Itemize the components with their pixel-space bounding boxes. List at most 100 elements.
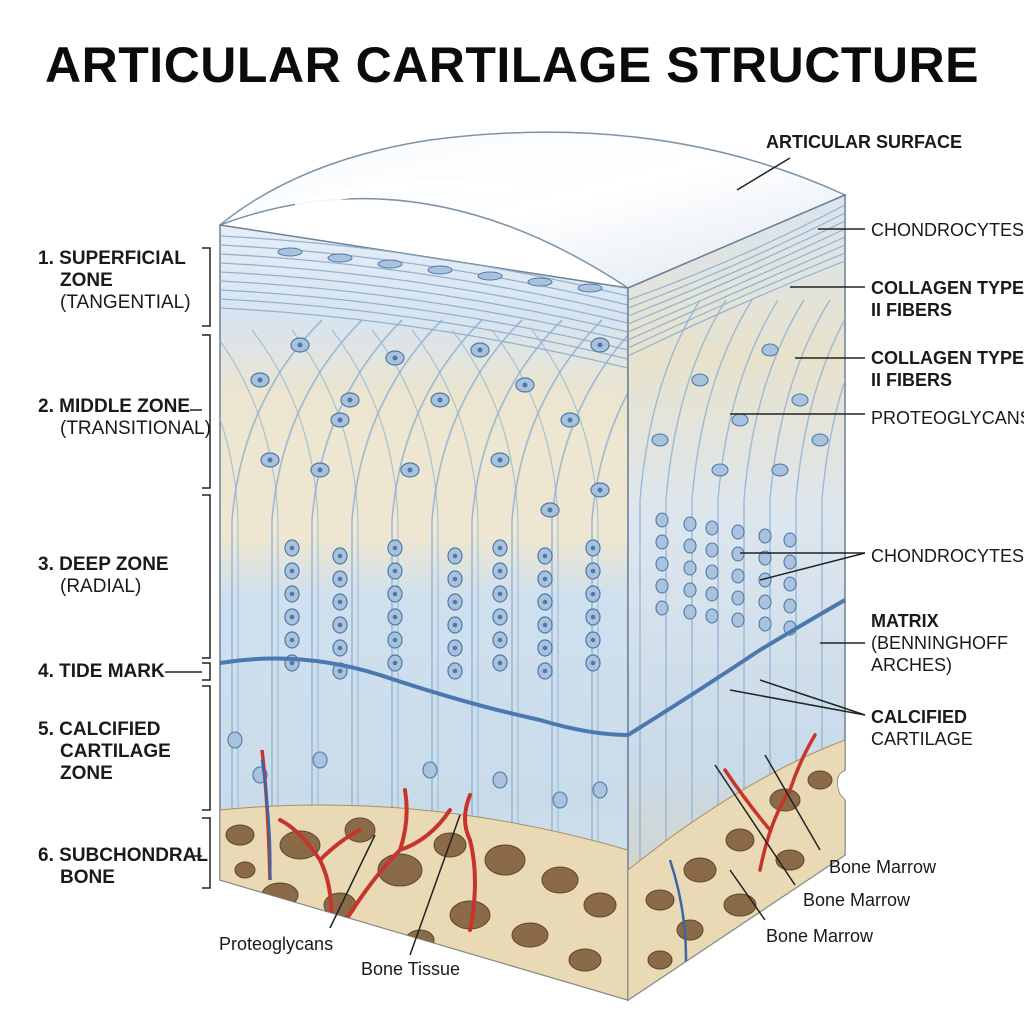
chondrocyte [277, 247, 303, 257]
bone-marrow-cavity [405, 929, 435, 951]
chondrocyte [312, 751, 328, 769]
blood-vessel [723, 733, 817, 872]
bone-marrow-label-3: Bone Marrow [766, 926, 874, 946]
bone-marrow-cavity [645, 889, 675, 911]
chondrocyte [731, 413, 749, 427]
zone-1-label: 1. SUPERFICIAL ZONE (TANGENTIAL) [38, 248, 191, 313]
chondrocyte [552, 791, 568, 809]
collagen-fiber [331, 329, 399, 900]
collagen-fiber [411, 329, 479, 900]
collagen-fiber [251, 329, 319, 900]
collagen-fiber [220, 262, 628, 324]
bone-marrow-cavity [683, 857, 717, 883]
collagen-fiber [639, 299, 701, 1000]
chondrocyte [783, 554, 797, 570]
chondrocyte [783, 576, 797, 592]
chondrocyte [651, 433, 669, 447]
articular-surface-top [219, 131, 847, 289]
chondrocyte [758, 550, 772, 566]
blood-vessel [260, 759, 272, 881]
tide-mark-line [219, 656, 629, 737]
bone-marrow-cavity [511, 922, 549, 948]
collagen-fiber [220, 289, 628, 351]
chondrocyte [783, 598, 797, 614]
chondrocyte [492, 771, 508, 789]
zone-6-label: 6. SUBCHONDRAL BONE [38, 845, 208, 888]
chondrocyte [683, 604, 697, 620]
bone-marrow-cavity [723, 893, 757, 917]
chondrocyte [683, 582, 697, 598]
collagen-fiber [220, 271, 628, 333]
collagen-fiber [531, 329, 599, 900]
collagen-fiber [628, 260, 845, 357]
bone-marrow-cavity [676, 919, 704, 941]
collagen-fiber [628, 220, 845, 317]
collagen-fiber [220, 329, 279, 900]
collagen-fibers-label-1: COLLAGEN TYPE II FIBERS [871, 278, 1024, 320]
chondrocytes-top-label: CHONDROCYTES [871, 220, 1024, 240]
collagen-fiber [691, 299, 753, 1000]
chondrocyte [705, 608, 719, 624]
chondrocyte [731, 568, 745, 584]
chondrocyte [811, 433, 829, 447]
chondrocyte [761, 343, 779, 357]
chondrocyte [731, 546, 745, 562]
chondrocyte [655, 600, 669, 616]
collagen-fiber [511, 319, 603, 900]
bone-marrow-cavity [775, 849, 805, 871]
chondrocyte [731, 612, 745, 628]
chondrocyte [683, 538, 697, 554]
chondrocyte [655, 534, 669, 550]
chondrocyte [422, 761, 438, 779]
collagen-fiber [451, 329, 519, 900]
chondrocyte [592, 781, 608, 799]
chondrocyte [327, 253, 353, 263]
calcified-cartilage-label: CALCIFIED CARTILAGE [871, 707, 973, 749]
bone-tissue-label: Bone Tissue [361, 959, 461, 979]
bone-marrow-cavity [568, 948, 602, 972]
bone-marrow-label-2: Bone Marrow [803, 890, 911, 910]
zone-brackets [165, 247, 211, 889]
chondrocyte [655, 512, 669, 528]
collagen-fiber [628, 204, 845, 301]
chondrocyte [783, 532, 797, 548]
collagen-fiber [220, 253, 628, 315]
bone-marrow-cavity [484, 844, 526, 876]
collagen-fiber [795, 299, 845, 1000]
tide-mark-line-side [626, 598, 846, 737]
chondrocyte [711, 463, 729, 477]
chondrocyte [705, 564, 719, 580]
collagen-fibers-label-2: COLLAGEN TYPE II FIBERS [871, 348, 1024, 390]
bone-marrow-cavity [261, 882, 299, 908]
collagen-fiber [371, 329, 439, 900]
articular-surface-label: ARTICULAR SURFACE [766, 132, 962, 152]
chondrocyte [705, 520, 719, 536]
zone-2-label: 2. MIDDLE ZONE (TRANSITIONAL) [38, 396, 211, 439]
bone-marrow-cavity [225, 824, 255, 846]
chondrocyte [683, 560, 697, 576]
collagen-fiber [220, 329, 239, 900]
subchondral-bone [220, 804, 628, 1000]
collagen-fiber [743, 299, 805, 1000]
bone-marrow-cavity [647, 950, 673, 970]
collagen-fiber [769, 299, 831, 1000]
collagen-fiber [628, 236, 845, 333]
page-title: ARTICULAR CARTILAGE STRUCTURE [45, 37, 979, 93]
collagen-fiber [220, 244, 628, 306]
chondrocyte [427, 265, 453, 275]
chondrocyte [227, 731, 243, 749]
chondrocyte [655, 556, 669, 572]
chondrocyte [655, 578, 669, 594]
chondrocyte [758, 572, 772, 588]
chondrocyte [705, 586, 719, 602]
collagen-fiber [591, 319, 628, 900]
zone-5-label: 5. CALCIFIED CARTILAGE ZONE [38, 719, 171, 784]
collagen-fiber [665, 299, 727, 1000]
collagen-fiber [628, 244, 845, 341]
collagen-fiber [220, 280, 628, 342]
chondrocyte [771, 463, 789, 477]
leader-lines [329, 157, 866, 956]
bone-marrow-label-1: Bone Marrow [829, 857, 937, 877]
chondrocyte [527, 277, 553, 287]
collagen-fiber [628, 252, 845, 349]
